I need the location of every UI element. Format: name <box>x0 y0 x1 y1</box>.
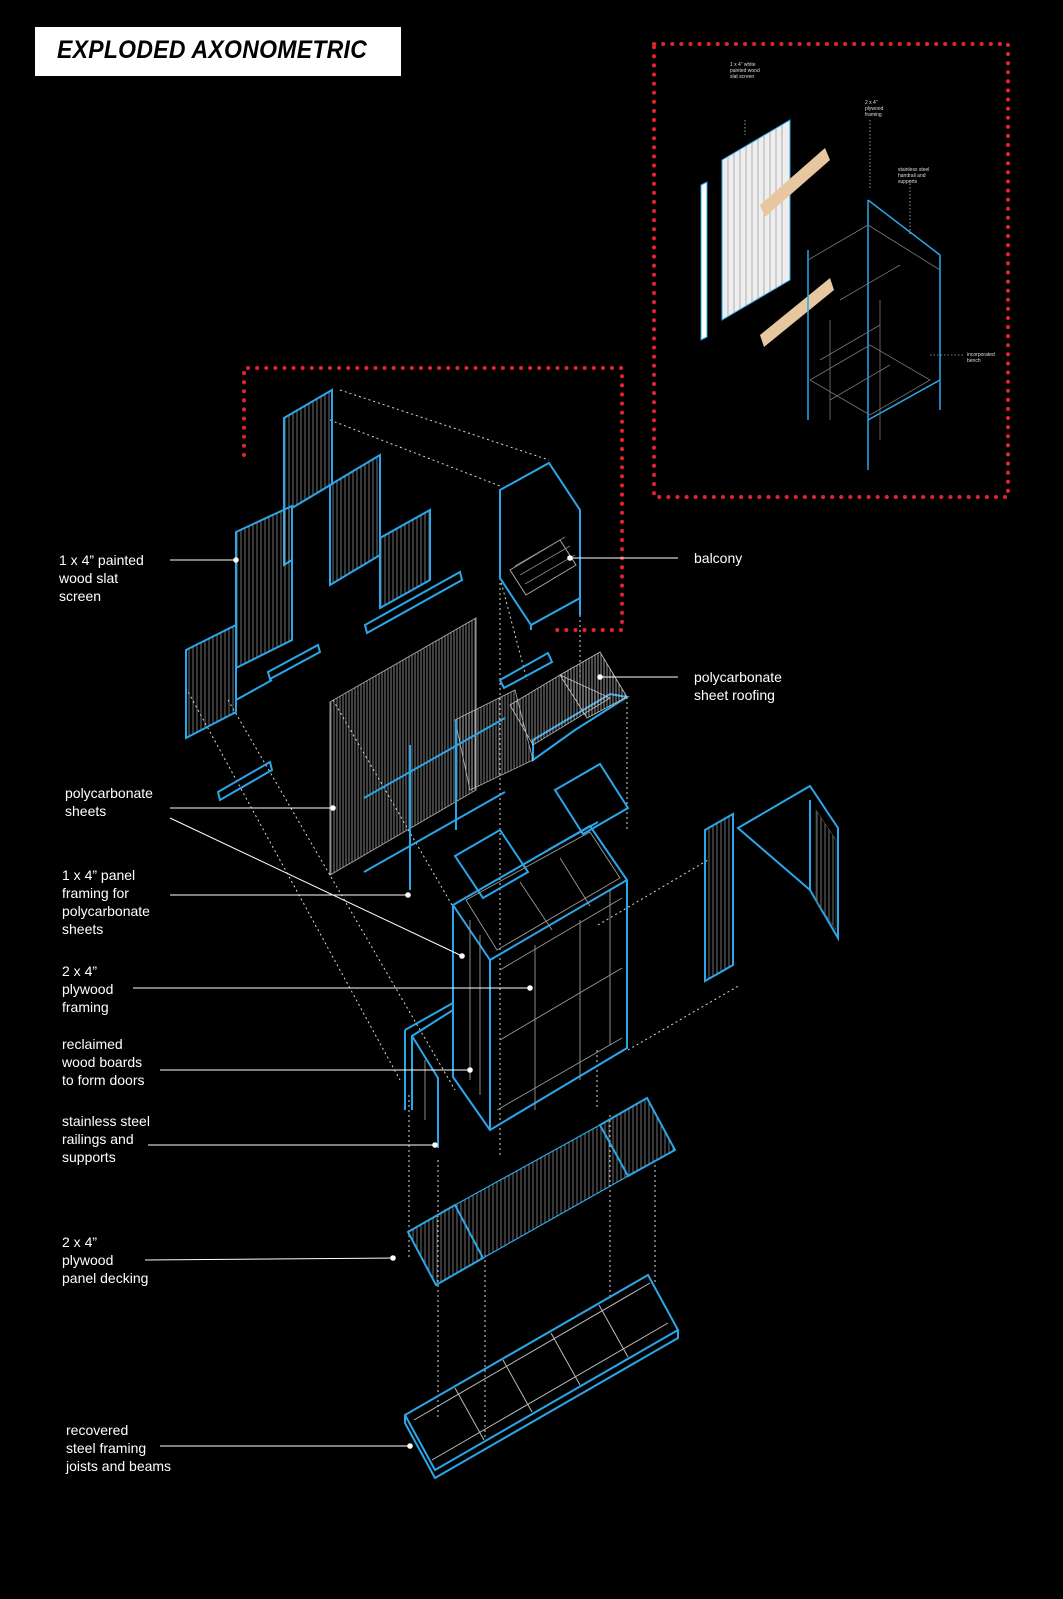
detail-label-handrail: stainless steel handrail and supports <box>898 167 930 185</box>
label-wood-slat-screen: 1 x 4” painted wood slat screen <box>59 552 144 604</box>
detail-drawing <box>700 119 965 470</box>
panel-decking <box>406 1096 677 1287</box>
label-steel-framing: recovered steel framing joists and beams <box>66 1422 172 1474</box>
label-steel-railings: stainless steel railings and supports <box>62 1113 150 1165</box>
detail-callout-box <box>652 42 1010 499</box>
balcony <box>499 461 581 630</box>
title-box: EXPLODED AXONOMETRIC <box>35 27 401 76</box>
detail-label-plywood-framing: 2 x 4” plywood framing <box>865 100 884 118</box>
detail-label-slat-screen: 1 x 4” white painted wood slat screen <box>730 62 760 80</box>
page-title: EXPLODED AXONOMETRIC <box>57 36 368 64</box>
balcony-callout-box <box>242 366 624 632</box>
door-panel <box>404 1001 454 1148</box>
steel-framing <box>403 1273 680 1480</box>
leader-lines <box>133 557 678 1447</box>
label-panel-framing: 1 x 4” panel framing for polycarbonate s… <box>62 867 150 937</box>
side-panels <box>704 784 839 983</box>
polycarbonate-roofing <box>454 651 630 791</box>
label-panel-decking: 2 x 4” plywood panel decking <box>62 1234 149 1286</box>
steel-framing-inner <box>413 1282 669 1461</box>
label-balcony: balcony <box>694 550 743 566</box>
label-plywood-framing: 2 x 4” plywood framing <box>62 963 114 1015</box>
label-reclaimed-boards: reclaimed wood boards to form doors <box>62 1036 145 1088</box>
wood-slat-screen <box>185 388 431 740</box>
detail-label-bench: incorporated bench <box>967 352 995 364</box>
main-frame-inner <box>465 831 623 1111</box>
label-polycarbonate-roofing: polycarbonate sheet roofing <box>694 669 782 703</box>
leader-dots <box>233 555 603 1449</box>
polycarbonate-sheets <box>329 617 506 890</box>
label-polycarbonate-sheets: polycarbonate sheets <box>65 785 153 819</box>
main-frame <box>452 762 630 1132</box>
slat-supports <box>216 570 464 802</box>
